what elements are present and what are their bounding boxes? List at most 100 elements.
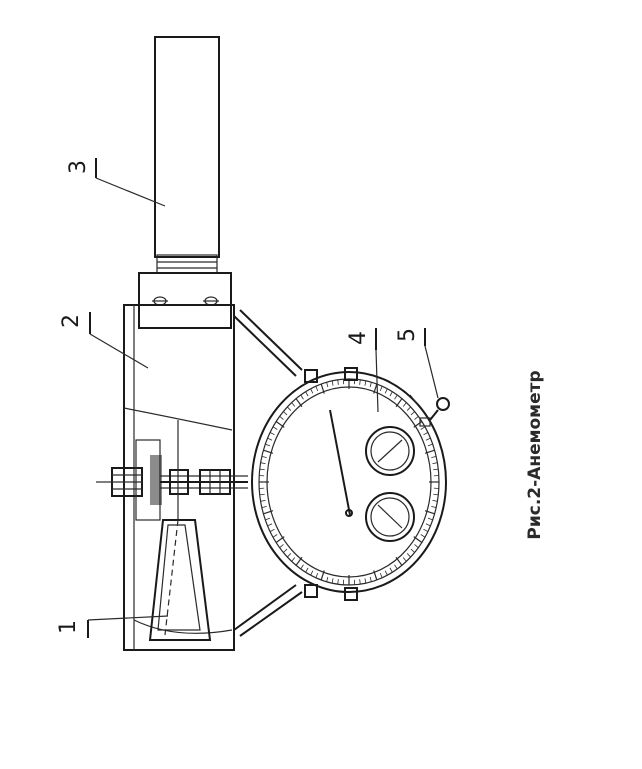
main-pointer: [329, 409, 353, 517]
dial-tick: [263, 449, 274, 454]
dial-tick: [283, 411, 288, 416]
dial-tick: [424, 510, 435, 515]
dial-tick: [263, 510, 274, 515]
duct-body: [123, 304, 235, 651]
dial-tick: [315, 572, 319, 578]
dial-tick: [300, 394, 304, 400]
dial-tick: [394, 564, 398, 570]
dial-tick: [305, 391, 309, 397]
side-screw-assembly: [96, 439, 162, 521]
dial-tick: [315, 386, 319, 392]
dial-tick: [427, 443, 433, 447]
ring-lug: [304, 367, 358, 601]
figure-caption: Рис.2-Анемометр: [525, 370, 545, 539]
callout-4: 4: [346, 328, 379, 413]
dial-tick: [402, 402, 407, 407]
dial-tick: [389, 391, 393, 397]
shaft: [160, 420, 248, 520]
impeller-vane: [148, 519, 212, 641]
dial-tick: [326, 576, 329, 582]
dial-tick: [406, 406, 411, 411]
dial-tick: [300, 564, 304, 570]
dial-tick: [275, 420, 285, 428]
dial-tick: [413, 536, 423, 544]
dial-tick: [414, 544, 419, 548]
bracket-bolt: [152, 296, 168, 306]
dial-tick: [320, 570, 325, 581]
dial-tick: [265, 517, 271, 521]
cylinder-housing: [154, 36, 220, 274]
dial-tick: [287, 406, 292, 411]
dial-tick: [425, 437, 431, 441]
svg-text:1: 1: [56, 620, 81, 634]
dial-tick: [295, 556, 303, 566]
dial-tick: [427, 517, 433, 521]
dial-tick: [265, 443, 271, 447]
dial-tick: [379, 386, 383, 392]
dial-tick: [420, 534, 426, 538]
dial-tick: [423, 432, 429, 436]
dial-tick: [379, 572, 383, 578]
dial-tick: [283, 548, 288, 553]
upper-strut: [233, 309, 303, 377]
dial-tick: [310, 388, 314, 394]
dial-tick: [395, 398, 403, 408]
dial-tick: [369, 382, 372, 388]
dial-tick: [359, 579, 361, 585]
dial-tick: [326, 382, 329, 388]
svg-text:3: 3: [66, 160, 91, 174]
dial-tick: [305, 567, 309, 573]
dial-tick: [406, 553, 411, 558]
dial-tick: [433, 468, 439, 471]
dial-tick: [384, 388, 388, 394]
dial-tick: [432, 499, 438, 502]
dial-tick: [260, 499, 266, 502]
dial-tick: [402, 557, 407, 562]
dial-tick: [394, 394, 398, 400]
sub-dial-lower: [365, 492, 415, 542]
dial-tick: [295, 398, 303, 408]
dial-tick: [269, 432, 275, 436]
dial-tick: [431, 455, 437, 459]
dial-tick: [259, 468, 265, 471]
dial-tick: [291, 557, 296, 562]
dial-tick: [272, 534, 278, 538]
dial-tick: [260, 462, 266, 465]
dial-tick: [425, 523, 431, 527]
dial-tick: [395, 556, 403, 566]
dial-tick: [291, 402, 296, 407]
dial-tick: [267, 523, 273, 527]
dial-tick: [259, 493, 265, 496]
svg-text:5: 5: [395, 328, 420, 342]
callout-3: 3: [66, 158, 166, 207]
dial-tick: [331, 380, 334, 386]
dial-tick: [389, 567, 393, 573]
dial-ring: [251, 371, 447, 593]
dial-tick: [369, 576, 372, 582]
callout-5: 5: [395, 328, 439, 399]
bracket-bolt: [203, 296, 219, 306]
dial-tick: [414, 416, 419, 420]
svg-text:4: 4: [346, 331, 371, 345]
lower-strut: [233, 584, 303, 637]
dial-tick: [432, 462, 438, 465]
dial-tick: [310, 570, 314, 576]
dial-tick: [279, 416, 284, 420]
dial-tick: [373, 383, 378, 394]
dial-tick: [337, 379, 339, 385]
dial-scale: [259, 379, 439, 585]
lever-switch: [409, 394, 450, 427]
callout-1: 1: [56, 615, 169, 638]
sub-dial-upper: [365, 426, 415, 476]
dial-tick: [269, 528, 275, 532]
svg-text:2: 2: [59, 314, 84, 328]
dial-tick: [279, 544, 284, 548]
dial-tick: [424, 449, 435, 454]
dial-tick: [423, 528, 429, 532]
dial-tick: [373, 570, 378, 581]
dial-tick: [267, 437, 273, 441]
dial-tick: [410, 411, 415, 416]
dial-tick: [275, 536, 285, 544]
dial-tick: [433, 493, 439, 496]
callout-2: 2: [59, 312, 149, 369]
